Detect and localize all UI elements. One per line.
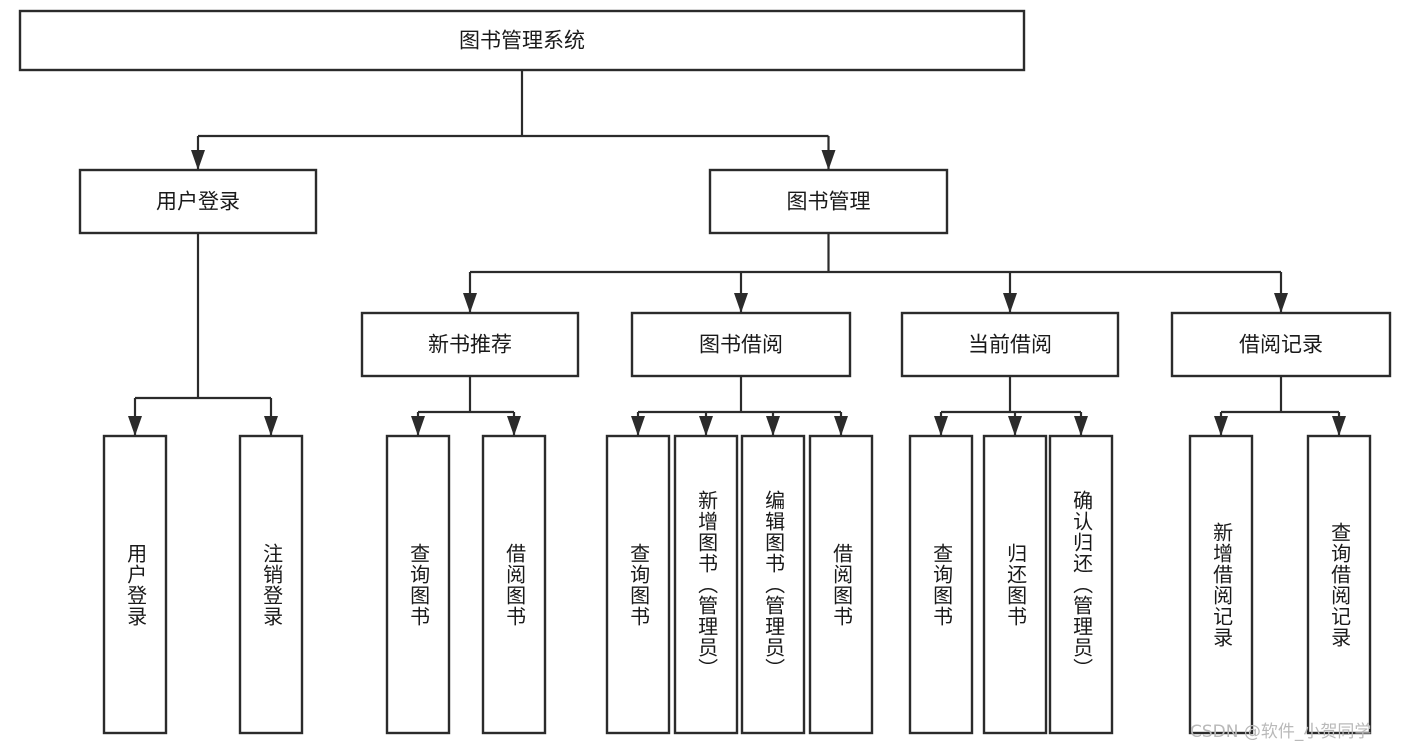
node-label-new-book-recommend: 新书推荐 <box>428 333 512 357</box>
node-label-borrow-record: 借阅记录 <box>1239 333 1323 357</box>
node-box-leaf-borrow-book[interactable] <box>808 434 874 735</box>
arrow-head-icon <box>507 416 521 436</box>
arrow-head-icon <box>766 416 780 436</box>
node-box-leaf-user-login[interactable] <box>102 434 168 735</box>
node-box-leaf-user-logout[interactable] <box>238 434 304 735</box>
arrow-head-icon <box>934 416 948 436</box>
node-box-user-login[interactable] <box>78 168 318 235</box>
arrow-head-icon <box>631 416 645 436</box>
node-label-book-borrow: 图书借阅 <box>699 333 783 357</box>
node-box-leaf-query-book-recommend[interactable] <box>385 434 451 735</box>
node-box-leaf-borrow-book-recommend[interactable] <box>481 434 547 735</box>
arrow-head-icon <box>463 293 477 313</box>
watermark-text: CSDN @软件_小贺同学 <box>1190 722 1372 742</box>
node-label-root: 图书管理系统 <box>459 29 585 53</box>
arrow-head-icon <box>191 150 205 170</box>
boxes-layer <box>18 9 1392 735</box>
arrow-head-icon <box>1074 416 1088 436</box>
node-box-new-book-recommend[interactable] <box>360 311 580 378</box>
node-box-book-management[interactable] <box>708 168 949 235</box>
connectors-layer <box>128 70 1346 436</box>
arrow-head-icon <box>1214 416 1228 436</box>
node-label-user-login: 用户登录 <box>156 190 240 214</box>
arrow-head-icon <box>1332 416 1346 436</box>
node-box-borrow-record[interactable] <box>1170 311 1392 378</box>
node-label-current-borrow: 当前借阅 <box>968 333 1052 357</box>
node-box-leaf-query-book-current[interactable] <box>908 434 974 735</box>
node-box-leaf-add-book[interactable] <box>673 434 739 735</box>
arrow-head-icon <box>834 416 848 436</box>
node-box-leaf-query-borrow-record[interactable] <box>1306 434 1372 735</box>
node-box-book-borrow[interactable] <box>630 311 852 378</box>
node-box-leaf-query-book-borrow[interactable] <box>605 434 671 735</box>
arrow-head-icon <box>1003 293 1017 313</box>
node-box-root[interactable] <box>18 9 1026 72</box>
arrow-head-icon <box>264 416 278 436</box>
arrow-head-icon <box>821 150 836 170</box>
arrow-head-icon <box>1274 293 1288 313</box>
node-box-leaf-confirm-return[interactable] <box>1048 434 1114 735</box>
node-box-leaf-add-borrow-record[interactable] <box>1188 434 1254 735</box>
node-box-leaf-return-book[interactable] <box>982 434 1048 735</box>
node-box-current-borrow[interactable] <box>900 311 1120 378</box>
arrow-head-icon <box>128 416 142 436</box>
node-box-leaf-edit-book[interactable] <box>740 434 806 735</box>
arrow-head-icon <box>734 293 748 313</box>
arrow-head-icon <box>411 416 425 436</box>
arrow-head-icon <box>1008 416 1022 436</box>
node-label-book-management: 图书管理 <box>787 190 871 214</box>
arrow-head-icon <box>699 416 713 436</box>
